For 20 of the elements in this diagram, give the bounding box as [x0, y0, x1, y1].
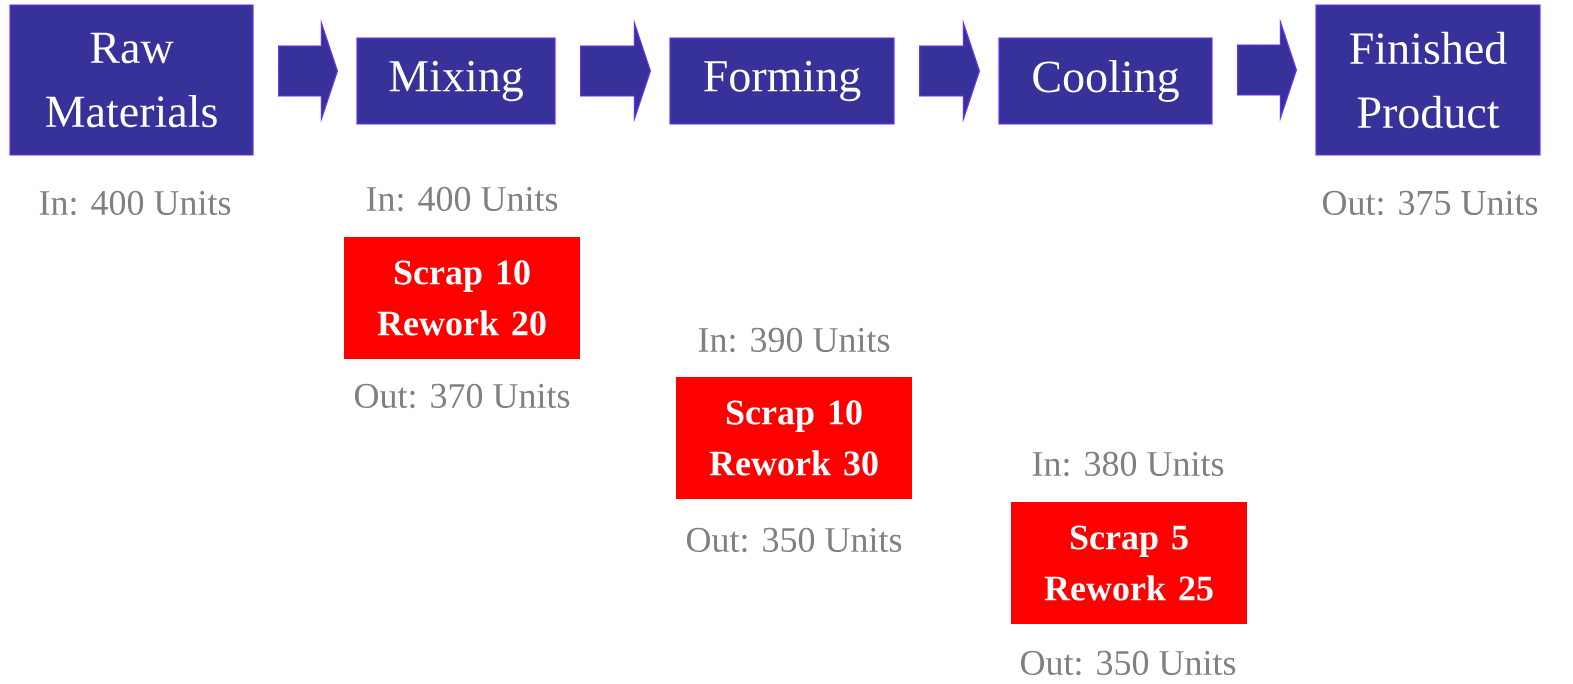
process-box: Cooling [998, 37, 1213, 125]
quantity-label: Out: 350 Units [687, 527, 902, 553]
scrap-rework-box: Scrap 10 Rework 20 [344, 237, 580, 359]
quantity-label: In: 390 Units [698, 327, 890, 353]
process-box: Mixing [356, 37, 556, 125]
block-arrow [919, 19, 981, 123]
quantity-label: In: 400 Units [366, 186, 558, 212]
process-box: Raw Materials [9, 4, 254, 156]
quantity-label: In: 380 Units [1032, 451, 1224, 477]
block-arrow [580, 19, 652, 123]
scrap-rework-box: Scrap 5 Rework 25 [1011, 502, 1247, 624]
block-arrow [1237, 18, 1298, 122]
quantity-label: Out: 370 Units [355, 383, 570, 409]
process-box: Forming [669, 37, 895, 125]
process-box: Finished Product [1315, 4, 1541, 156]
scrap-rework-box: Scrap 10 Rework 30 [676, 377, 912, 499]
block-arrow [278, 19, 339, 123]
quantity-label: In: 400 Units [39, 190, 231, 216]
quantity-label: Out: 375 Units [1323, 190, 1538, 216]
quantity-label: Out: 350 Units [1021, 650, 1236, 676]
